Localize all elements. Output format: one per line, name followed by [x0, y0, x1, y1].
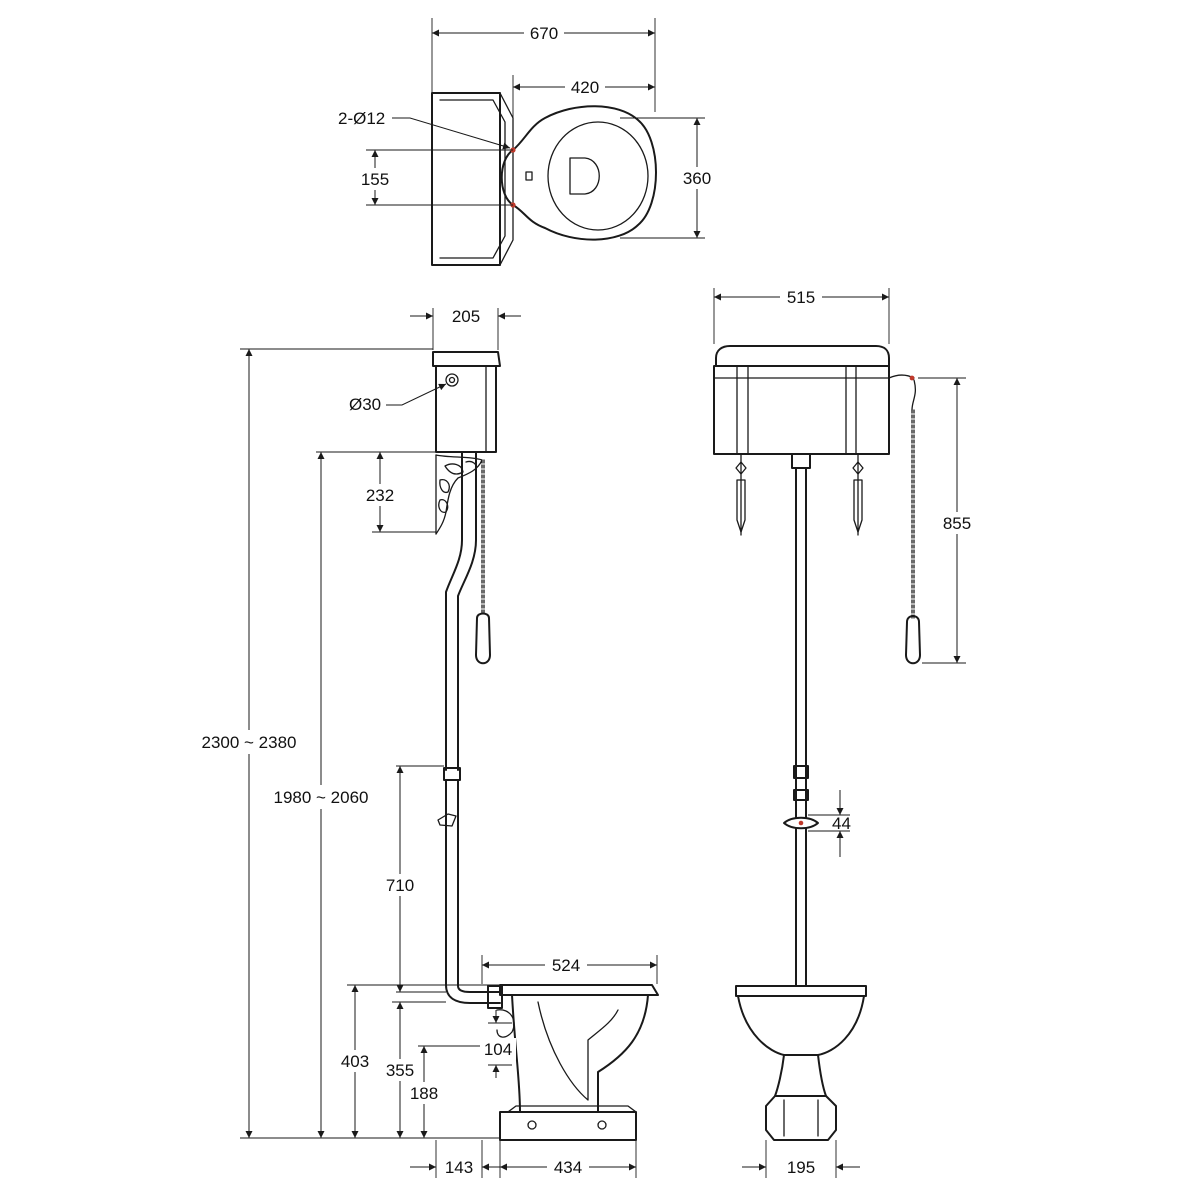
dim-cistern-bottom-height: 1980 ~ 2060 — [267, 451, 436, 1138]
label-plan-bowl-width: 360 — [683, 169, 711, 188]
label-pipe-section: 710 — [386, 876, 414, 895]
front-pull-chain — [905, 379, 921, 665]
front-elevation: 515 855 44 195 — [713, 286, 978, 1178]
dim-plan-bowl-depth: 420 — [512, 75, 655, 135]
label-pan-height: 403 — [341, 1052, 369, 1071]
dim-plan-hole-spacing: 155 — [354, 149, 513, 206]
label-plan-width: 670 — [530, 24, 558, 43]
label-base-width: 195 — [787, 1158, 815, 1177]
label-total-height: 2300 ~ 2380 — [201, 733, 296, 752]
dim-plan-holes: 2-Ø12 — [338, 109, 511, 150]
dim-base-width: 195 — [742, 1140, 860, 1178]
label-pipe-diameter: 44 — [832, 814, 851, 833]
label-cistern-depth: 205 — [452, 307, 480, 326]
label-cistern-hole: Ø30 — [349, 395, 381, 414]
label-outlet-height: 355 — [386, 1061, 414, 1080]
dim-pan-length: 524 — [481, 954, 658, 984]
label-bracket-height: 232 — [366, 486, 394, 505]
label-pan-length: 524 — [552, 956, 580, 975]
side-pan — [496, 984, 659, 1141]
label-cistern-width: 515 — [787, 288, 815, 307]
front-cistern — [713, 345, 915, 455]
label-wall-offset: 143 — [445, 1158, 473, 1177]
side-pull-chain — [475, 459, 491, 665]
dim-base-length: 434 — [499, 1140, 637, 1178]
front-hanging-rods — [735, 453, 864, 536]
label-outlet-center: 188 — [410, 1084, 438, 1103]
plan-bowl — [500, 105, 657, 241]
dim-cistern-hole: Ø30 — [349, 383, 447, 414]
dim-cistern-width: 515 — [713, 286, 890, 344]
dim-outlet-height: 355 — [380, 1001, 446, 1138]
label-plan-holes: 2-Ø12 — [338, 109, 385, 128]
dim-chain-length: 855 — [918, 377, 978, 664]
plan-cistern — [431, 92, 514, 266]
dim-bracket-height: 232 — [359, 451, 436, 533]
dim-total-height: 2300 ~ 2380 — [195, 348, 500, 1139]
dim-outlet-size: 104 — [480, 1010, 516, 1078]
label-plan-bowl-depth: 420 — [571, 78, 599, 97]
dim-pipe-diameter: 44 — [808, 790, 851, 857]
label-chain-length: 855 — [943, 514, 971, 533]
plan-view: 670 420 2-Ø12 155 360 — [338, 18, 718, 266]
dim-plan-width: 670 — [431, 18, 656, 112]
dim-pipe-section: 710 — [380, 765, 446, 993]
label-cistern-bottom-height: 1980 ~ 2060 — [273, 788, 368, 807]
dim-pan-height: 403 — [334, 984, 500, 1138]
side-cistern — [432, 351, 501, 453]
dim-wall-offset: 143 — [410, 1140, 508, 1178]
label-base-length: 434 — [554, 1158, 582, 1177]
dim-cistern-depth: 205 — [410, 307, 521, 350]
dim-outlet-center: 188 — [404, 1045, 480, 1138]
dim-plan-bowl-width: 360 — [620, 117, 718, 239]
front-bowl — [735, 985, 867, 1141]
side-flush-pipe — [437, 451, 503, 1009]
front-flush-pipe — [783, 453, 819, 986]
label-outlet-size: 104 — [484, 1040, 512, 1059]
side-bracket — [435, 454, 483, 535]
side-elevation: 205 Ø30 232 2300 ~ 2380 1980 ~ 2 — [195, 307, 659, 1178]
label-plan-hole-spacing: 155 — [361, 170, 389, 189]
